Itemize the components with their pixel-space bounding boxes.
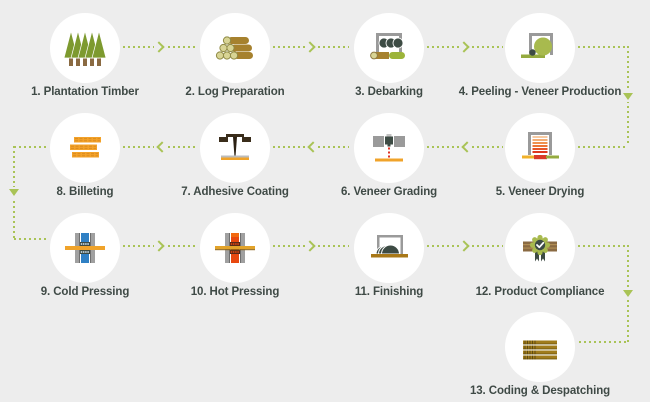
arrowhead-right	[152, 240, 165, 252]
arrowhead-right	[303, 41, 316, 53]
arrow-right-icon	[457, 41, 471, 53]
arrowhead-right	[303, 240, 316, 252]
step-label: 5. Veneer Drying	[495, 186, 585, 198]
arrowhead-left	[460, 141, 473, 153]
arrowhead-right	[152, 41, 165, 53]
flow-connector	[14, 238, 48, 240]
step-circle	[505, 13, 575, 83]
arrow-right-icon	[303, 240, 317, 252]
finishing-icon	[371, 235, 408, 258]
hot-press-icon	[215, 233, 255, 263]
step-circle	[200, 113, 270, 183]
step-circle	[354, 13, 424, 83]
step-label: 9. Cold Pressing	[40, 286, 130, 298]
step-label: 11. Finishing	[354, 286, 424, 298]
arrow-down-icon	[622, 287, 634, 300]
step-circle	[505, 213, 575, 283]
flow-connector	[578, 46, 628, 48]
flow-connector	[579, 341, 628, 343]
arrowhead-down	[623, 290, 633, 297]
step-circle	[50, 13, 120, 83]
glue-spreader-icon	[219, 134, 251, 160]
arrow-right-icon	[457, 240, 471, 252]
step-label: 10. Hot Pressing	[190, 286, 280, 298]
step-label: 3. Debarking	[355, 86, 423, 98]
arrow-left-icon	[154, 141, 168, 153]
arrowhead-left	[306, 141, 319, 153]
step-circle	[50, 213, 120, 283]
step-label: 7. Adhesive Coating	[181, 186, 289, 198]
coded-stack-icon	[523, 340, 557, 360]
step-circle	[354, 213, 424, 283]
log-stack-icon	[215, 36, 253, 60]
arrowhead-left	[155, 141, 168, 153]
step-circle	[200, 13, 270, 83]
step-circle	[505, 312, 575, 382]
step-circle	[505, 113, 575, 183]
debarker-icon	[370, 33, 405, 60]
step-circle	[200, 213, 270, 283]
step-label: 6. Veneer Grading	[340, 186, 438, 198]
flow-connector	[14, 146, 48, 148]
arrowhead-down	[623, 92, 633, 100]
arrow-down-icon	[622, 90, 634, 102]
arrow-right-icon	[152, 41, 166, 53]
cold-press-icon	[65, 233, 105, 263]
arrow-down-icon	[8, 186, 20, 199]
arrow-right-icon	[152, 240, 166, 252]
step-label: 8. Billeting	[56, 186, 114, 198]
flow-connector	[578, 245, 628, 247]
step-label: 2. Log Preparation	[185, 86, 285, 98]
arrowhead-down	[9, 189, 19, 196]
step-circle	[354, 113, 424, 183]
step-label: 4. Peeling - Veneer Production	[458, 86, 622, 98]
certificate-icon	[523, 234, 557, 262]
plantation-trees-icon	[63, 29, 107, 66]
step-label: 12. Product Compliance	[475, 286, 605, 298]
step-label: 1. Plantation Timber	[31, 86, 139, 98]
step-label: 13. Coding & Despatching	[469, 385, 611, 397]
step-circle	[50, 113, 120, 183]
arrow-left-icon	[305, 141, 319, 153]
billets-icon	[70, 137, 101, 158]
peeling-lathe-icon	[521, 33, 553, 58]
arrowhead-right	[457, 240, 470, 252]
arrowhead-right	[457, 41, 470, 53]
flow-connector	[578, 146, 628, 148]
grading-scanner-icon	[373, 134, 405, 162]
arrow-left-icon	[459, 141, 473, 153]
dryer-icon	[522, 132, 559, 160]
arrow-right-icon	[303, 41, 317, 53]
